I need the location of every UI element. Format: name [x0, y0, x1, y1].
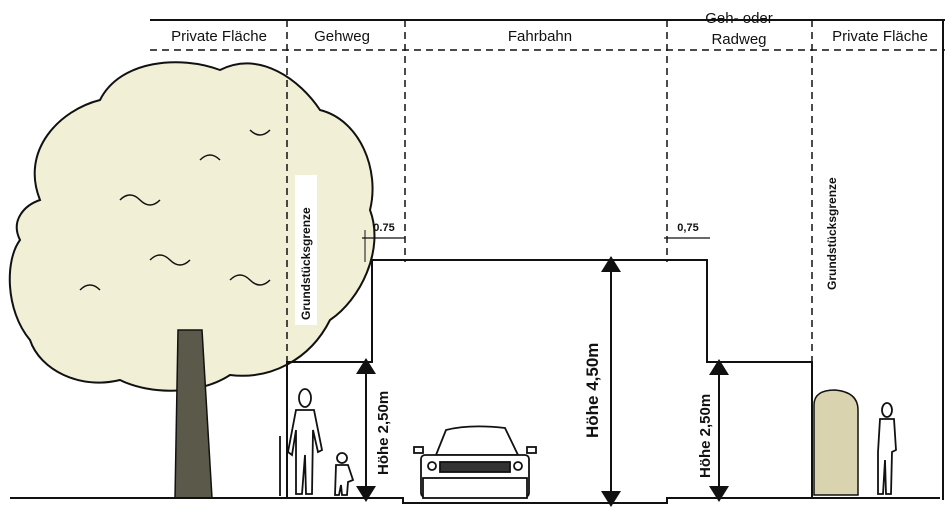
header-private-right: Private Fläche [832, 28, 928, 45]
height-label-right: Höhe 2,50m [697, 394, 714, 478]
hedge-illustration [813, 389, 859, 496]
height-label-left: Höhe 2,50m [375, 391, 392, 475]
height-label-center: Höhe 4,50m [583, 343, 602, 438]
header-private-left: Private Fläche [171, 28, 267, 45]
offset-label-right: 0,75 [677, 222, 698, 234]
header-fahrbahn: Fahrbahn [508, 28, 572, 45]
header-radweg-line2: Radweg [711, 31, 766, 48]
clearance-profile-outline [286, 259, 813, 498]
offset-label-left: 0.75 [373, 222, 394, 234]
header-gehweg: Gehweg [314, 28, 370, 45]
car-front-icon [413, 425, 537, 499]
header-radweg-line1: Geh- oder [705, 10, 773, 27]
zone-dividers [286, 20, 813, 362]
boundary-label-left: Grundstücksgrenze [299, 207, 313, 320]
boundary-label-bg-left [295, 175, 317, 325]
tree-illustration [8, 61, 376, 499]
boundary-label-right: Grundstücksgrenze [825, 177, 839, 290]
person-standing-icon [877, 402, 897, 495]
pedestrian-with-child-icon [279, 388, 355, 496]
